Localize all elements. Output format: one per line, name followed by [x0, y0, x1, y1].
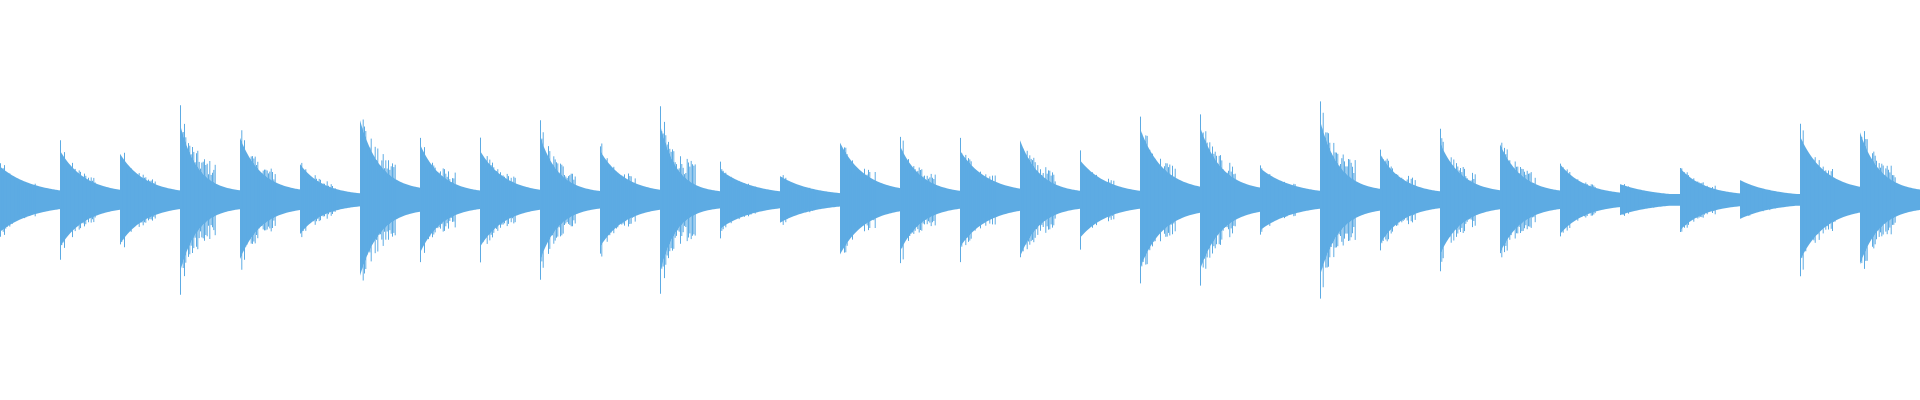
waveform-note-23 [1320, 101, 1380, 299]
waveform-note-7 [360, 119, 420, 281]
waveform-note-14 [780, 175, 840, 225]
waveform-note-22 [1260, 165, 1320, 235]
waveform-note-27 [1560, 163, 1620, 237]
waveform-note-17 [960, 137, 1020, 263]
waveform-note-13 [720, 161, 780, 239]
waveform-note-11 [600, 143, 660, 257]
waveform-note-10 [540, 120, 600, 280]
waveform-note-15 [840, 142, 900, 255]
waveform-note-28 [1620, 184, 1680, 216]
waveform-note-32 [1860, 131, 1920, 269]
waveform-note-18 [1020, 140, 1080, 258]
waveform-note-2 [60, 140, 120, 260]
waveform-note-20 [1140, 116, 1200, 284]
waveform-note-8 [420, 137, 480, 263]
waveform-note-30 [1740, 180, 1800, 219]
waveform-note-1 [0, 163, 60, 237]
waveform-note-16 [900, 136, 960, 264]
waveform-note-26 [1500, 142, 1560, 258]
waveform-note-29 [1680, 168, 1740, 232]
waveform-note-25 [1440, 128, 1500, 272]
waveform-note-5 [240, 130, 300, 270]
waveform-note-19 [1080, 150, 1140, 250]
waveform-note-21 [1200, 114, 1260, 286]
waveform-note-31 [1800, 123, 1860, 277]
waveform-note-12 [660, 106, 720, 294]
waveform-note-3 [120, 152, 180, 248]
waveform-note-6 [300, 162, 360, 238]
waveform-note-9 [480, 137, 540, 263]
waveform-note-24 [1380, 149, 1440, 251]
waveform-note-4 [180, 105, 240, 295]
